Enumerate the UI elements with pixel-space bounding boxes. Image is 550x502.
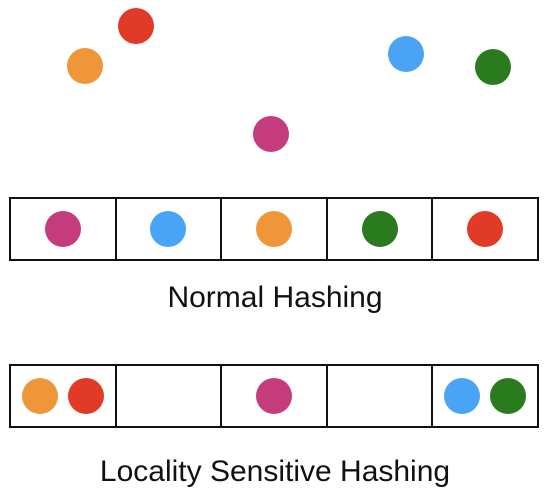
normal-bucket-5 [433, 199, 537, 259]
lsh-bucket-1 [11, 366, 117, 426]
magenta-point [44, 211, 81, 247]
normal-bucket-1 [11, 199, 117, 259]
orange-point [255, 211, 292, 247]
blue-point [444, 378, 481, 414]
normal-hashing-table [9, 197, 539, 261]
lsh-bucket-3 [222, 366, 328, 426]
orange-point [67, 48, 103, 84]
lsh-bucket-4 [328, 366, 434, 426]
lsh-bucket-5 [433, 366, 537, 426]
lsh-table [9, 364, 539, 428]
red-point [118, 8, 154, 44]
orange-point [21, 378, 58, 414]
red-point [67, 378, 104, 414]
normal-bucket-4 [328, 199, 434, 259]
magenta-point [255, 378, 292, 414]
normal-hashing-caption: Normal Hashing [167, 281, 383, 314]
green-point [361, 211, 398, 247]
green-point [475, 49, 511, 85]
lsh-bucket-2 [117, 366, 223, 426]
blue-point [150, 211, 187, 247]
blue-point [388, 36, 424, 72]
green-point [490, 378, 527, 414]
lsh-caption: Locality Sensitive Hashing [99, 455, 451, 488]
normal-bucket-3 [222, 199, 328, 259]
normal-bucket-2 [117, 199, 223, 259]
magenta-point [253, 116, 289, 152]
red-point [467, 211, 504, 247]
